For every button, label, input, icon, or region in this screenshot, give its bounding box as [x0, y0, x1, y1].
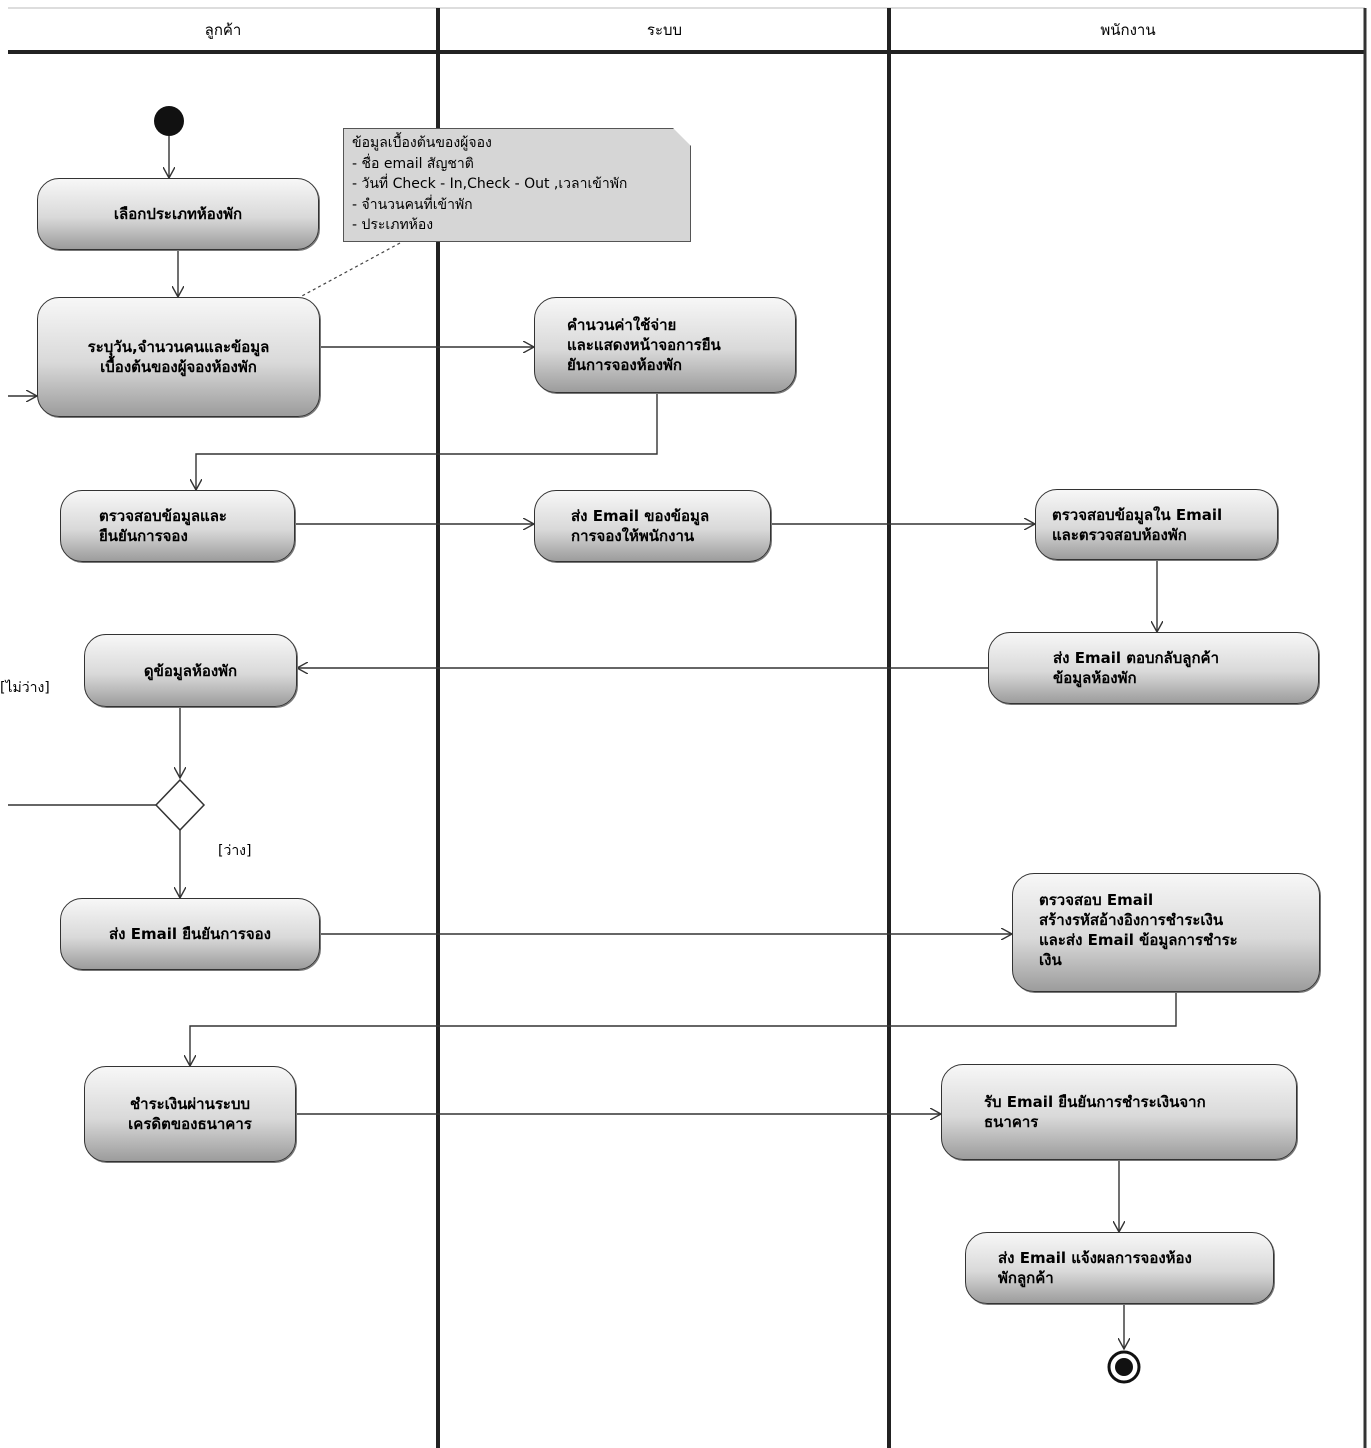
note-line: - วันที่ Check - In,Check - Out ,เวลาเข้… — [352, 176, 628, 192]
activity-view-room-info: ดูข้อมูลห้องพัก — [84, 634, 297, 707]
lane-header-customer: ลูกค้า — [204, 21, 242, 39]
activity-label: เลือกประเภทห้องพัก — [113, 205, 243, 223]
activity-label: ตรวจสอบข้อมูลใน Email และตรวจสอบห้องพัก — [1052, 505, 1223, 544]
activity-reply-email: ส่ง Email ตอบกลับลูกค้า ข้อมูลห้องพัก — [988, 632, 1319, 704]
activity-pay-credit: ชำระเงินผ่านระบบ เครดิตของธนาคาร — [84, 1066, 296, 1162]
note-title: ข้อมูลเบื้องต้นของผู้จอง — [352, 135, 492, 151]
activity-label: ส่ง Email ยืนยันการจอง — [109, 925, 271, 943]
activity-label: รับ Email ยืนยันการชำระเงินจาก ธนาคาร — [984, 1093, 1206, 1131]
activity-enter-details: ระบุวัน,จำนวนคนและข้อมูล เบื้องต้นของผู้… — [37, 297, 320, 417]
activity-send-confirm-email: ส่ง Email ยืนยันการจอง — [60, 898, 320, 970]
activity-label: คำนวนค่าใช้จ่าย และแสดงหน้าจอการยืน ยันก… — [567, 316, 721, 374]
activity-send-email-staff: ส่ง Email ของข้อมูล การจองให้พนักงาน — [534, 490, 771, 562]
final-node-inner — [1115, 1358, 1133, 1376]
guard-not-available: [ไม่ว่าง] — [0, 680, 50, 696]
decision-diamond — [154, 778, 206, 832]
lane-header-system: ระบบ — [646, 21, 683, 39]
activity-verify-confirm: ตรวจสอบข้อมูลและ ยืนยันการจอง — [60, 490, 295, 562]
activity-label: ระบุวัน,จำนวนคนและข้อมูล เบื้องต้นของผู้… — [87, 338, 270, 376]
activity-label: ตรวจสอบข้อมูลและ ยืนยันการจอง — [99, 507, 227, 545]
guard-available: [ว่าง] — [218, 843, 252, 859]
lane-header-staff: พนักงาน — [1100, 21, 1156, 39]
activity-check-email-room: ตรวจสอบข้อมูลใน Email และตรวจสอบห้องพัก — [1035, 489, 1278, 560]
flow-calc-to-verify — [196, 393, 658, 490]
note-anchor-line — [299, 242, 401, 298]
activity-label: ตรวจสอบ Email สร้างรหัสอ้างอิงการชำระเงิ… — [1039, 891, 1238, 969]
note-line: - จำนวนคนที่เข้าพัก — [352, 196, 473, 213]
note-line: - ชื่อ email สัญชาติ — [352, 155, 474, 172]
activity-send-result-email: ส่ง Email แจ้งผลการจองห้อง พักลูกค้า — [965, 1232, 1274, 1304]
flow-checkpay-to-pay — [190, 992, 1177, 1066]
activity-label: ชำระเงินผ่านระบบ เครดิตของธนาคาร — [128, 1095, 252, 1133]
initial-node — [154, 106, 184, 136]
activity-select-room-type: เลือกประเภทห้องพัก — [37, 178, 319, 250]
activity-label: ส่ง Email ของข้อมูล การจองให้พนักงาน — [571, 507, 710, 545]
note-line: - ประเภทห้อง — [352, 217, 434, 233]
activity-check-email-payment: ตรวจสอบ Email สร้างรหัสอ้างอิงการชำระเงิ… — [1012, 873, 1320, 992]
activity-label: ดูข้อมูลห้องพัก — [143, 661, 238, 680]
activity-label: ส่ง Email ตอบกลับลูกค้า ข้อมูลห้องพัก — [1053, 649, 1220, 687]
activity-receive-payment-email: รับ Email ยืนยันการชำระเงินจาก ธนาคาร — [941, 1064, 1297, 1160]
activity-label: ส่ง Email แจ้งผลการจองห้อง พักลูกค้า — [998, 1249, 1192, 1287]
activity-calculate-cost: คำนวนค่าใช้จ่าย และแสดงหน้าจอการยืน ยันก… — [534, 297, 796, 393]
note-customer-info: ข้อมูลเบื้องต้นของผู้จอง - ชื่อ email สั… — [343, 128, 691, 242]
